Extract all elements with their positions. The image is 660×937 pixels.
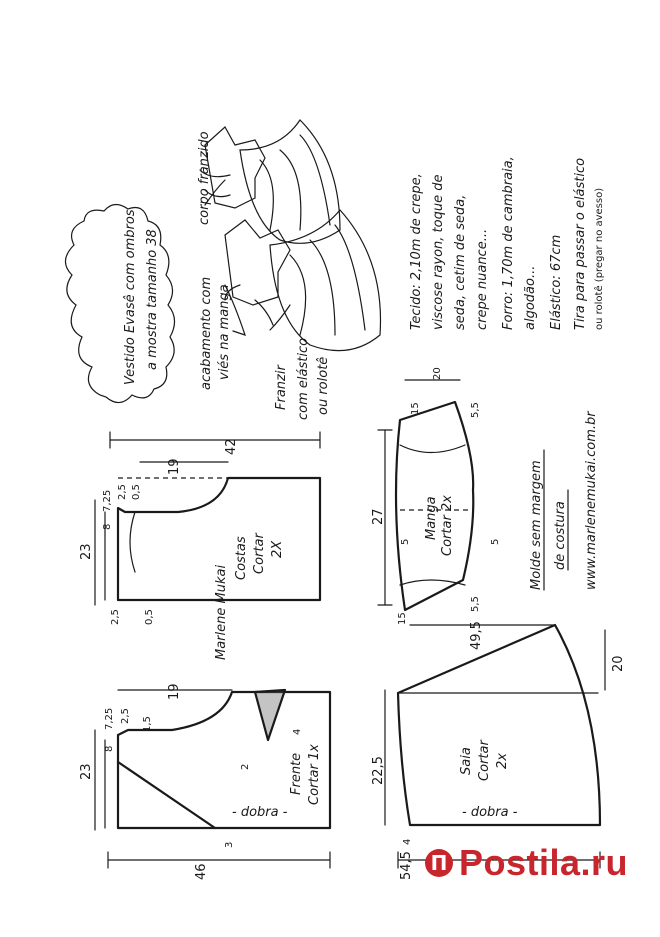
frente-dim-23: 23: [79, 763, 94, 780]
note-block: Molde sem margem de costura www.marlenem…: [529, 410, 599, 591]
dress-sketch-front: [224, 209, 382, 352]
frente-dim-19: 19: [167, 683, 182, 700]
manga-piece: 27 15 20 5,5 5 5 15 5,5 Manga Cortar 2x: [371, 367, 501, 625]
materials-line8: Tira para passar o elástico: [573, 158, 588, 330]
watermark-logo-icon: П: [425, 849, 453, 877]
saia-qty: 2x: [495, 753, 510, 769]
title-line1: Vestido Evasê com ombros: [123, 209, 138, 385]
frente-dim-2-5: 2,5: [120, 708, 131, 724]
costas-dim-2-5b: 2,5: [110, 609, 121, 625]
title-line2: a mostra tamanho 38: [145, 229, 160, 370]
costas-dim-2-5a: 2,5: [117, 484, 128, 500]
saia-label: Saia: [459, 747, 474, 775]
corpo-franzido-label: corpo franzido: [197, 131, 212, 225]
costas-dim-8: 8: [102, 524, 113, 530]
materials-line4: crepe nuance...: [475, 229, 490, 330]
frente-dim-3: 3: [224, 842, 235, 848]
costas-label: Costas: [234, 536, 249, 580]
frente-piece: 46 19 23 8 7,25 2,5 1,5 4 2 3 Frente Cor…: [79, 683, 332, 880]
callout-acabamento: acabamento com viés na manga: [199, 277, 232, 390]
frente-dobra: - dobra -: [232, 805, 288, 820]
callout-arrow: [204, 179, 226, 206]
costas-dim-42: 42: [224, 438, 239, 455]
frente-dim-2: 2: [240, 764, 251, 770]
note-line1: Molde sem margem: [529, 460, 544, 590]
materials-line3: seda, cetim de seda,: [453, 195, 468, 330]
manga-dim-5-5b: 5,5: [470, 596, 481, 612]
callout-franzir: Franzir com elástico ou rolotê: [274, 338, 331, 420]
franzir-line3: ou rolotê: [316, 357, 331, 415]
acabamento-line2: viés na manga: [217, 284, 232, 380]
frente-dim-1-5: 1,5: [142, 716, 153, 732]
saia-piece: 49,5 20 22,5 54,5 4 Saia Cortar 2x - dob…: [371, 621, 626, 880]
manga-dim-15a: 15: [410, 402, 421, 415]
materials-line7: Elástico: 67cm: [549, 235, 564, 330]
title-cloud: Vestido Evasê com ombros a mostra tamanh…: [64, 203, 176, 404]
costas-cut: Cortar: [252, 532, 267, 574]
saia-dim-4: 4: [402, 839, 413, 845]
materials-line2: viscose rayon, toque de: [431, 175, 446, 330]
callout-corpo-franzido: corpo franzido: [197, 131, 212, 225]
costas-dim-7-25: 7,25: [102, 490, 113, 512]
note-line2: de costura: [553, 501, 568, 570]
franzir-line2: com elástico: [296, 338, 311, 420]
materials-line9: ou rolotê (pregar no avesso): [593, 188, 605, 330]
franzir-line1: Franzir: [274, 364, 289, 410]
saia-dim-49-5: 49,5: [469, 621, 484, 650]
watermark: П Postila.ru: [425, 842, 628, 884]
materials-line1: Tecido: 2,10m de crepe,: [409, 173, 424, 330]
manga-dim-27: 27: [371, 508, 386, 525]
costas-piece: 42 19 23 8 7,25 2,5 0,5 2,5 0,5 Costas C…: [79, 431, 322, 625]
dress-sketch-back: [199, 119, 341, 244]
watermark-logo-letter: П: [430, 851, 448, 875]
website-url: www.marlenemukai.com.br: [584, 410, 599, 590]
frente-dim-4: 4: [292, 729, 303, 735]
frente-dim-7-25: 7,25: [104, 708, 115, 730]
manga-dim-5a: 5: [400, 539, 411, 545]
costas-qty: 2X: [270, 540, 285, 558]
callout-arrow: [224, 284, 241, 301]
frente-cut: Cortar 1x: [307, 744, 322, 805]
costas-dim-0-5b: 0,5: [144, 609, 155, 625]
materials-line6: algodão...: [523, 266, 538, 330]
costas-dim-0-5a: 0,5: [131, 484, 142, 500]
acabamento-line1: acabamento com: [199, 277, 214, 390]
manga-dim-5b: 5: [490, 539, 501, 545]
manga-dim-15b: 15: [397, 612, 408, 625]
manga-dim-5-5a: 5,5: [470, 402, 481, 418]
saia-dobra: - dobra -: [462, 805, 518, 820]
materials-line5: Forro: 1,70m de cambraia,: [501, 156, 516, 330]
materials-block: Tecido: 2,10m de crepe, viscose rayon, t…: [409, 156, 605, 330]
manga-dim-20: 20: [432, 367, 443, 380]
costas-dim-19: 19: [167, 458, 182, 475]
callout-arrow: [269, 304, 291, 331]
saia-dim-20: 20: [611, 655, 626, 672]
signature: Marlene Mukai: [214, 565, 229, 660]
manga-cut: Cortar 2x: [440, 495, 455, 556]
saia-dim-22-5: 22,5: [371, 756, 386, 785]
frente-dim-46: 46: [194, 863, 209, 880]
frente-label: Frente: [289, 753, 304, 795]
frente-dim-8: 8: [104, 746, 115, 752]
signature-text: Marlene Mukai: [214, 565, 229, 660]
manga-label: Manga: [424, 496, 439, 540]
watermark-text: Postila.ru: [459, 842, 629, 883]
saia-cut: Cortar: [477, 739, 492, 781]
saia-dim-54-5: 54,5: [399, 851, 414, 880]
costas-dim-23: 23: [79, 543, 94, 560]
